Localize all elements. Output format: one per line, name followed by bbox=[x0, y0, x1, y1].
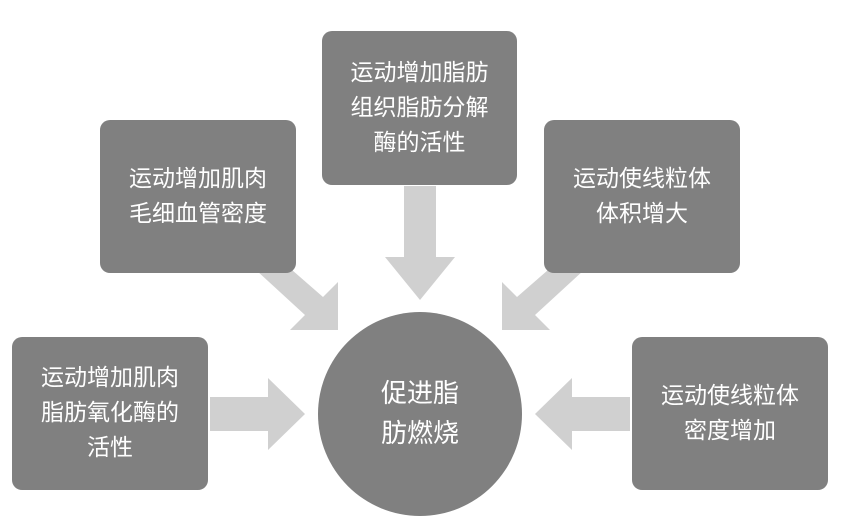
node-upper-left-line-1: 运动增加肌肉 bbox=[129, 165, 267, 192]
node-lower-left-line-2: 脂肪氧化酶的 bbox=[41, 400, 179, 426]
node-upper-left: 运动增加肌肉 毛细血管密度 bbox=[100, 120, 296, 273]
arrow-top-down bbox=[385, 186, 455, 300]
node-upper-right-line-2: 体积增大 bbox=[596, 200, 688, 227]
node-lower-left-line-3: 活性 bbox=[87, 435, 133, 461]
node-upper-left-line-2: 毛细血管密度 bbox=[129, 200, 267, 227]
node-top-center-line-1: 运动增加脂肪 bbox=[350, 59, 489, 86]
node-top-center-line-3: 酶的活性 bbox=[373, 129, 466, 156]
node-lower-right-line-1: 运动使线粒体 bbox=[661, 382, 799, 409]
center-line-2: 肪燃烧 bbox=[380, 419, 459, 449]
arrow-upper-right-diagonal bbox=[502, 270, 584, 330]
arrow-upper-left-diagonal bbox=[256, 270, 338, 330]
arrow-lower-left-right bbox=[210, 378, 305, 450]
node-upper-right: 运动使线粒体 体积增大 bbox=[544, 120, 740, 273]
arrow-lower-right-left bbox=[535, 378, 630, 450]
center-circle: 促进脂 肪燃烧 bbox=[318, 312, 522, 516]
node-lower-right: 运动使线粒体 密度增加 bbox=[632, 337, 828, 490]
node-lower-left: 运动增加肌肉 脂肪氧化酶的 活性 bbox=[12, 337, 208, 490]
node-lower-right-line-2: 密度增加 bbox=[684, 417, 776, 444]
center-line-1: 促进脂 bbox=[380, 379, 459, 409]
node-top-center-line-2: 组织脂肪分解 bbox=[350, 94, 489, 121]
node-lower-left-line-1: 运动增加肌肉 bbox=[41, 365, 179, 391]
node-top-center: 运动增加脂肪 组织脂肪分解 酶的活性 bbox=[322, 31, 517, 185]
node-upper-right-line-1: 运动使线粒体 bbox=[573, 165, 711, 192]
